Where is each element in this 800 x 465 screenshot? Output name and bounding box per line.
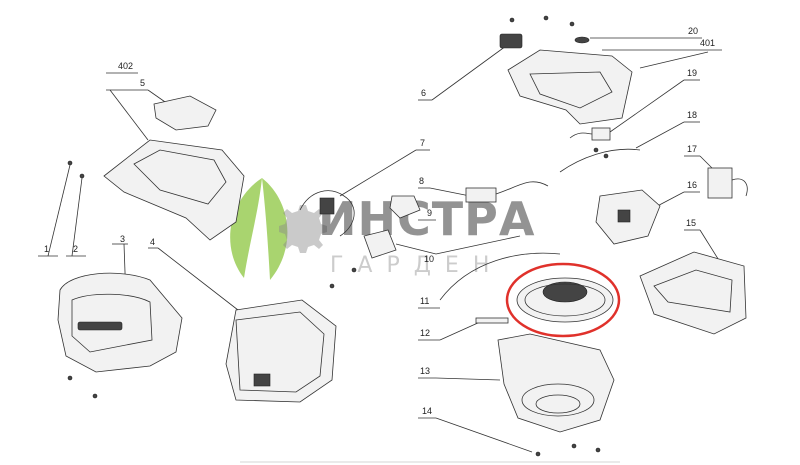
label-16: 16	[687, 180, 697, 190]
label-14: 14	[422, 406, 432, 416]
part-13-base: 13	[418, 333, 615, 433]
part-2-screw: 2	[66, 173, 86, 257]
watermark-title: ИНСТРА	[318, 192, 535, 246]
part-10-bracket: 10	[329, 229, 521, 289]
label-5: 5	[140, 78, 145, 88]
label-4: 4	[150, 237, 155, 247]
part-1-screw: 1	[38, 160, 73, 257]
watermark-subtitle: ГАРДЕН	[330, 253, 503, 278]
label-401: 401	[700, 38, 715, 48]
part-16-valve: 16	[595, 180, 700, 245]
part-17-sensor: 17	[684, 144, 748, 199]
part-3-front-cover: 3	[57, 234, 183, 399]
part-15-side-housing: 15	[639, 218, 747, 335]
label-20: 20	[688, 26, 698, 36]
watermark: ИНСТРА ГАРДЕН	[230, 178, 535, 280]
part-8-module: 8	[418, 176, 549, 203]
label-8: 8	[419, 176, 424, 186]
label-17: 17	[687, 144, 697, 154]
part-7-wiring-harness: 7	[299, 138, 430, 237]
motor-assembly	[516, 277, 614, 323]
label-402: 402	[118, 61, 133, 71]
label-19: 19	[687, 68, 697, 78]
part-12-strap: 12	[418, 317, 509, 341]
part-11-cable: 11	[418, 252, 561, 309]
part-4-chassis: 4	[148, 237, 337, 403]
highlight-circle	[505, 262, 621, 338]
part-20-cap: 20	[509, 15, 702, 44]
part-19-bracket: 19	[569, 68, 700, 159]
part-14-screws: 14	[418, 406, 601, 457]
part-401-housing: 401	[507, 38, 722, 125]
label-18: 18	[687, 110, 697, 120]
label-6: 6	[421, 88, 426, 98]
part-6-switch: 6	[418, 33, 523, 101]
label-12: 12	[420, 328, 430, 338]
label-1: 1	[44, 244, 49, 254]
label-11: 11	[420, 296, 429, 306]
label-3: 3	[120, 234, 125, 244]
gear-icon	[279, 205, 327, 253]
label-2: 2	[73, 244, 78, 254]
label-13: 13	[420, 366, 430, 376]
label-10: 10	[424, 254, 434, 264]
part-402-top-cover: 402	[103, 61, 245, 241]
part-18-cable: 18	[559, 110, 700, 173]
part-9-connector: 9	[389, 195, 436, 221]
label-7: 7	[420, 138, 425, 148]
part-5-lid: 5	[140, 78, 217, 131]
label-15: 15	[686, 218, 696, 228]
label-9: 9	[427, 208, 432, 218]
leaf-logo-icon	[230, 178, 288, 280]
